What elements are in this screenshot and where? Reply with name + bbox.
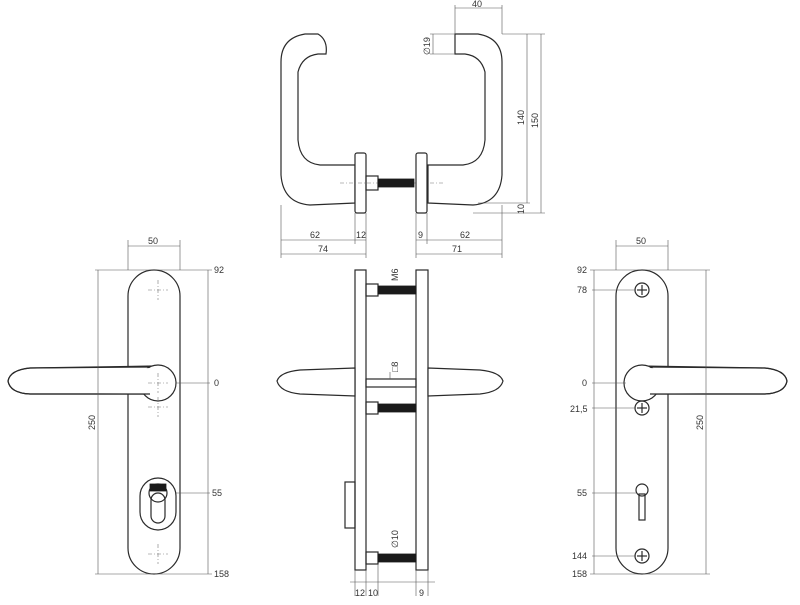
dim-label-left-12: 12 [356,230,366,240]
left-cylinder-slot [150,492,166,524]
front-right-view: 50 250 92 78 0 21,5 55 144 158 [570,236,788,579]
right-keyhole-top [635,483,649,497]
lever-edge [7,366,151,395]
left-dim-label-92: 92 [214,265,224,275]
dim-label-10: 10 [516,204,526,214]
spindle-thread [377,178,415,188]
right-dim-label-0: 0 [582,378,587,388]
right-screw-middle [634,400,650,416]
side-screw-thread-top [377,285,417,295]
dim-label-right-9: 9 [418,230,423,240]
left-cylinder-escutcheon [139,477,177,531]
dim-label-19: ∅19 [422,37,432,55]
dim-label-40: 40 [472,0,482,9]
top-view: 40 ∅19 140 150 10 62 12 74 9 62 71 [280,0,545,258]
right-backplate [615,269,669,575]
left-dim-label-50: 50 [148,236,158,246]
side-dim-label-12: 12 [355,588,365,598]
right-dim-label-55: 55 [577,488,587,498]
side-dim-label-9: 9 [419,588,424,598]
side-left-plate [354,269,367,571]
side-screw-head-top [365,283,379,297]
right-dim-label-158: 158 [572,569,587,579]
lever-edge [649,366,788,395]
side-spindle [365,378,417,388]
side-cylinder [344,481,356,529]
right-dim-label-92: 92 [577,265,587,275]
dim-label-150: 150 [530,113,540,128]
side-view: M6 □8 ∅10 12 10 9 [276,268,504,598]
right-dim-label-78: 78 [577,285,587,295]
dim-label-left-74: 74 [318,244,328,254]
side-screw-head-middle [365,401,379,415]
side-label-diameter-10: ∅10 [390,530,400,548]
side-label-square-8: □8 [390,362,400,372]
side-screw-thread-middle [377,403,417,413]
side-lever-left [276,367,356,397]
front-left-view: 50 250 92 0 55 158 [7,236,229,579]
left-dim-label-55: 55 [212,488,222,498]
right-screw-top [634,282,650,298]
right-dim-label-21-5: 21,5 [570,404,588,414]
left-center-marks [148,280,168,564]
right-keyhole-slot [638,493,646,521]
right-dim-label-144: 144 [572,551,587,561]
lever-mask [646,368,782,394]
side-right-plate [415,269,429,571]
left-cylinder-cam [149,483,167,492]
side-dim-label-10: 10 [368,588,378,598]
side-label-m6: M6 [390,268,400,281]
right-dim-label-250: 250 [695,415,705,430]
top-right-rose [415,152,428,214]
dim-label-140: 140 [516,110,526,125]
lever-mask [18,368,154,394]
left-dim-label-158: 158 [214,569,229,579]
dim-label-right-71: 71 [452,244,462,254]
side-screw-thread-bottom [377,553,417,563]
right-screw-bottom [634,548,650,564]
left-dim-label-250: 250 [87,415,97,430]
dim-label-right-62: 62 [460,230,470,240]
side-lever-right [427,367,504,397]
top-right-lever [427,33,503,206]
right-dim-label-50: 50 [636,236,646,246]
top-left-lever [280,33,356,206]
left-dim-label-0: 0 [214,378,219,388]
side-screw-head-bottom [365,551,379,565]
dim-label-left-62: 62 [310,230,320,240]
left-backplate [127,269,181,575]
